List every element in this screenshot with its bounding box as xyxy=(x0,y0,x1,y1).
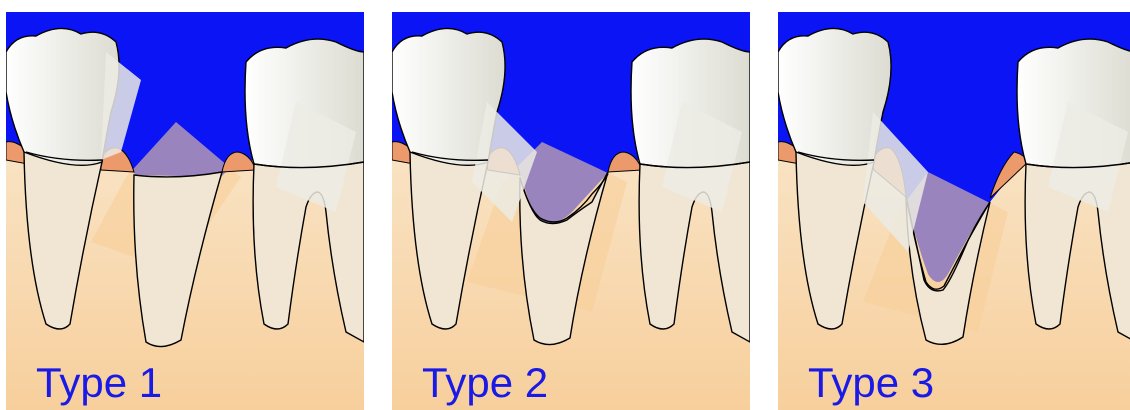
diagram-type-3 xyxy=(778,12,1130,410)
diagram-type-1 xyxy=(6,12,364,410)
diagram-type-2 xyxy=(392,12,750,410)
panel-label: Type 2 xyxy=(422,362,548,404)
panel-type-2: Type 2 xyxy=(392,12,750,410)
panel-label: Type 3 xyxy=(808,362,934,404)
panel-label: Type 1 xyxy=(36,362,162,404)
panel-type-3: Type 3 xyxy=(778,12,1130,410)
panel-type-1: Type 1 xyxy=(6,12,364,410)
